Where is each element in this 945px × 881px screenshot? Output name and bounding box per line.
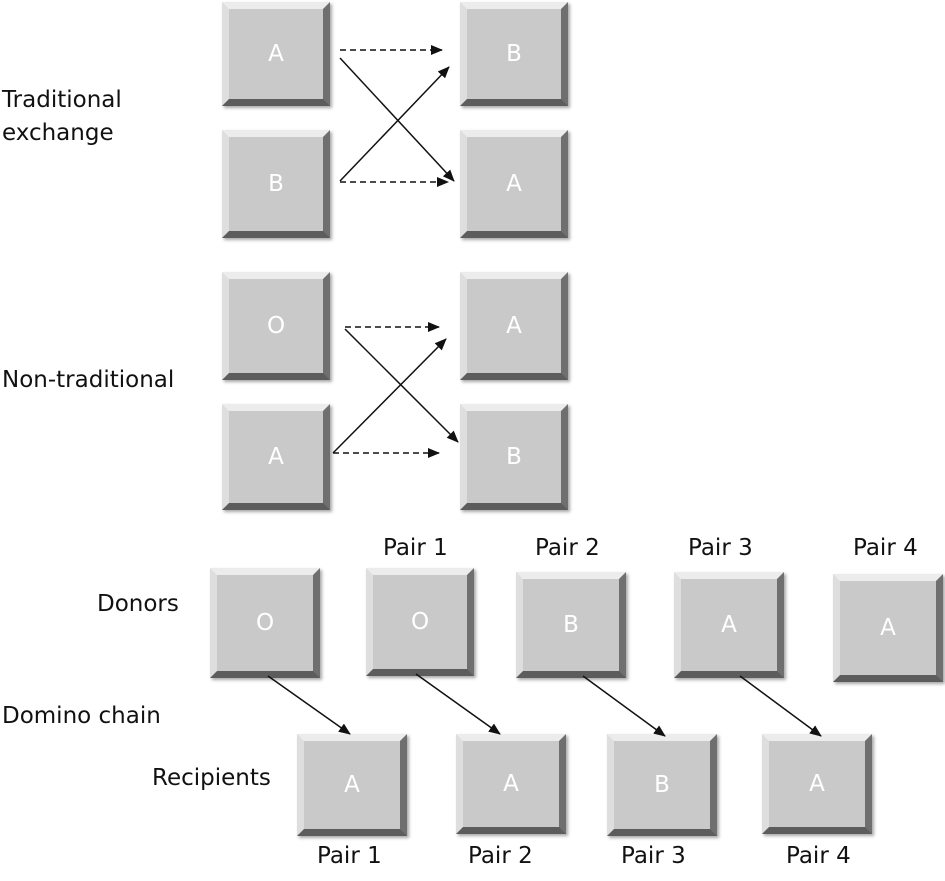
blood-type-label: O (410, 609, 430, 635)
domino-arrow (582, 675, 666, 737)
domino-chain-label: Domino chain (2, 703, 161, 729)
blood-type-label: A (880, 615, 896, 641)
recipient-pair-label: Pair 3 (621, 843, 686, 869)
traditional-recipient-box-bottom: A (460, 130, 568, 238)
domino-recipient-box-pair-2: A (456, 734, 566, 834)
recipient-pair-label: Pair 2 (468, 843, 533, 869)
domino-recipient-box-pair-3: B (607, 734, 717, 836)
domino-donor-box-altruistic: O (210, 568, 320, 678)
blood-type-label: B (506, 444, 522, 470)
domino-donor-box-pair-4: A (833, 574, 943, 682)
domino-recipient-box-pair-4: A (762, 734, 872, 834)
domino-arrow (739, 675, 822, 737)
domino-donor-box-pair-3: A (674, 572, 784, 678)
blood-type-label: A (809, 771, 825, 797)
donor-pair-label: Pair 2 (535, 535, 600, 561)
traditional-donor-box-top: A (222, 2, 330, 106)
traditional-recipient-box-top: B (460, 2, 568, 106)
recipients-label: Recipients (152, 765, 271, 791)
non-traditional-recipient-box-bottom: B (460, 404, 568, 510)
blood-type-label: O (266, 313, 286, 339)
domino-recipient-box-pair-1: A (297, 734, 407, 836)
domino-arrow (415, 673, 501, 735)
traditional-label-line2: exchange (2, 120, 114, 147)
blood-type-label: B (654, 772, 670, 798)
blood-type-label: A (503, 771, 519, 797)
recipient-pair-label: Pair 4 (786, 843, 851, 869)
domino-donor-box-pair-1: O (366, 568, 474, 676)
traditional-label-line1: Traditional (2, 87, 122, 113)
blood-type-label: B (268, 171, 284, 197)
blood-type-label: A (506, 171, 522, 197)
domino-arrow (267, 675, 351, 735)
donor-pair-label: Pair 4 (853, 535, 918, 561)
non-traditional-donor-box-top: O (222, 272, 330, 380)
traditional-label: Traditional exchange (2, 84, 122, 151)
non-traditional-recipient-box-top: A (460, 272, 568, 380)
cross-arrow (339, 66, 450, 182)
blood-type-label: A (268, 41, 284, 67)
blood-type-label: A (721, 612, 737, 638)
blood-type-label: A (344, 772, 360, 798)
cross-arrow (339, 57, 455, 182)
traditional-donor-box-bottom: B (222, 130, 330, 238)
blood-type-label: B (506, 41, 522, 67)
blood-type-label: O (255, 610, 275, 636)
non-traditional-label: Non-traditional (2, 367, 175, 393)
blood-type-label: A (268, 444, 284, 470)
blood-type-label: A (506, 313, 522, 339)
cross-arrow (344, 328, 459, 443)
blood-type-label: B (563, 612, 579, 638)
non-traditional-donor-box-bottom: A (222, 404, 330, 510)
donor-pair-label: Pair 3 (688, 535, 753, 561)
donors-label: Donors (97, 591, 179, 617)
donor-pair-label: Pair 1 (383, 535, 448, 561)
domino-donor-box-pair-2: B (516, 572, 626, 678)
cross-arrow (332, 338, 447, 454)
recipient-pair-label: Pair 1 (317, 843, 382, 869)
